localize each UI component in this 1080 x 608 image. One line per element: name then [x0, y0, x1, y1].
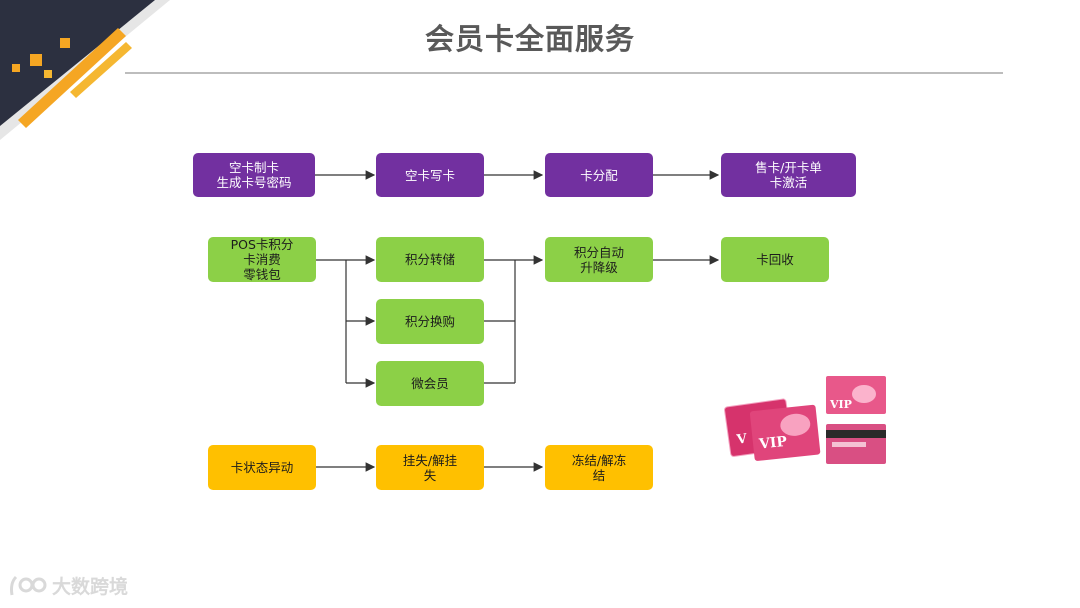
box-blank-card: 空卡制卡 生成卡号密码 — [193, 153, 315, 197]
box-write-card: 空卡写卡 — [376, 153, 484, 197]
box-distribute: 卡分配 — [545, 153, 653, 197]
title-divider — [125, 72, 1003, 74]
box-points-transfer: 积分转储 — [376, 237, 484, 282]
vip-label: VIP — [757, 434, 788, 453]
box-wechat-member: 微会员 — [376, 361, 484, 406]
vip-label-small: VIP — [829, 398, 852, 411]
box-report-loss: 挂失/解挂 失 — [376, 445, 484, 490]
page-title: 会员卡全面服务 — [424, 22, 635, 56]
box-card-recycle: 卡回收 — [721, 237, 829, 282]
box-auto-level: 积分自动 升降级 — [545, 237, 653, 282]
vip-cards-image: V VIP VIP — [724, 376, 886, 464]
watermark: 大数跨境 — [8, 572, 128, 599]
box-sell-activate: 售卡/开卡单 卡激活 — [721, 153, 856, 197]
box-freeze: 冻结/解冻 结 — [545, 445, 653, 490]
svg-text:V: V — [735, 431, 749, 448]
box-points-exchange: 积分换购 — [376, 299, 484, 344]
watermark-logo-icon — [10, 575, 47, 595]
corner-decoration — [0, 0, 170, 140]
watermark-text: 大数跨境 — [52, 576, 129, 598]
box-status-change: 卡状态异动 — [208, 445, 316, 490]
box-pos-points: POS卡积分 卡消费 零钱包 — [208, 237, 316, 282]
